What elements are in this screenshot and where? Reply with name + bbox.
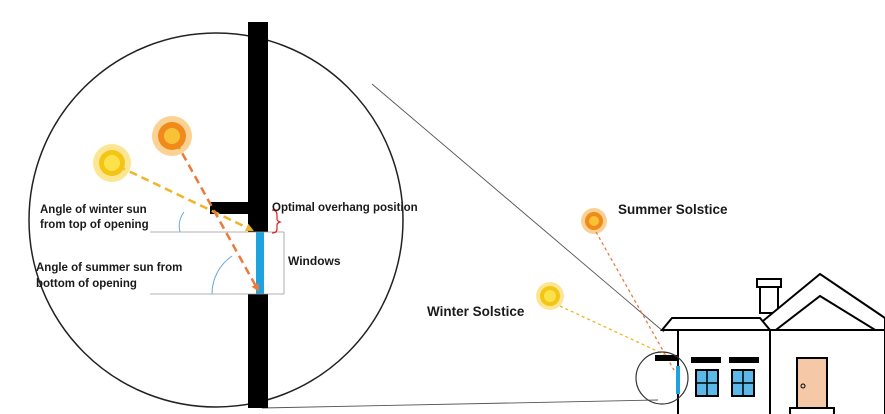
house-overhang-2	[729, 357, 759, 363]
overhang	[210, 202, 258, 214]
summer-sun-ray	[174, 141, 260, 292]
magnified-detail: Angle of winter sun from top of opening …	[28, 22, 418, 408]
house-overhang-3	[655, 355, 679, 361]
summer-solstice-label: Summer Solstice	[618, 202, 728, 217]
winter-sun-ray	[117, 164, 254, 232]
door-step	[789, 407, 835, 414]
summer-angle-arc	[211, 255, 233, 295]
winter-angle-arc	[178, 211, 185, 233]
summer-sun-icon	[152, 116, 192, 156]
overhang-label: Optimal overhang position	[272, 202, 418, 214]
chimney	[759, 286, 779, 314]
winter-solstice-ray	[559, 305, 673, 359]
summer-angle-label-2: bottom of opening	[36, 278, 137, 290]
zoom-line-bottom	[261, 399, 659, 409]
left-roof	[659, 317, 773, 331]
wall-upper	[248, 22, 268, 232]
windows-label: Windows	[288, 254, 341, 268]
door-knob	[800, 383, 806, 389]
summer-solstice-ray	[595, 231, 675, 371]
zoom-focus-circle	[635, 351, 689, 405]
wall-lower	[248, 294, 268, 408]
small-window-pane	[676, 366, 680, 394]
winter-angle-label-2: from top of opening	[40, 219, 149, 231]
house	[655, 272, 885, 414]
winter-solstice-label: Winter Solstice	[427, 304, 525, 319]
house-overhang-1	[691, 357, 721, 363]
door	[796, 357, 828, 414]
winter-solstice-sun-icon	[536, 282, 564, 310]
zoom-line-top	[371, 83, 665, 333]
window-pane	[256, 232, 264, 294]
summer-solstice-sun-icon	[581, 208, 607, 234]
summer-angle-label-1: Angle of summer sun from	[36, 262, 182, 274]
left-wall	[677, 329, 771, 414]
chimney-cap	[756, 278, 782, 288]
winter-sun-icon	[93, 144, 131, 182]
winter-angle-label-1: Angle of winter sun	[40, 204, 147, 216]
overhang-brace	[271, 209, 282, 234]
